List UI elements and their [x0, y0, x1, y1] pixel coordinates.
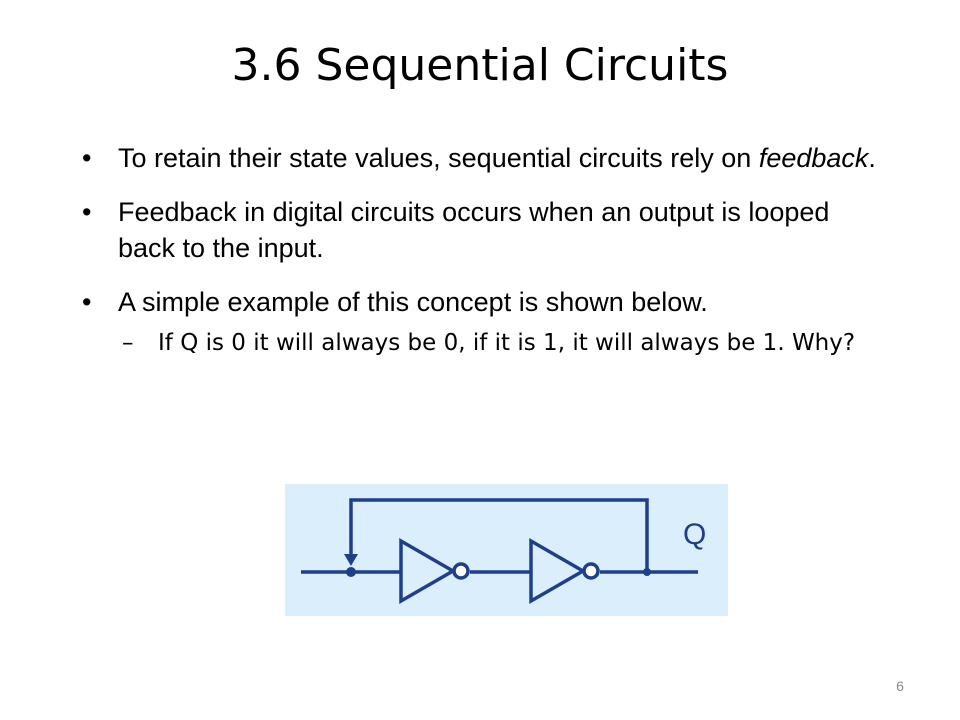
sub-bullet-text: If Q is 0 it will always be 0, if it is … [158, 330, 856, 356]
output-junction-dot [643, 568, 651, 576]
bullet-marker: • [82, 143, 92, 173]
inverter-2-triangle [529, 537, 587, 605]
feedback-circuit-diagram: Q [285, 484, 728, 616]
bullet-marker: • [82, 197, 92, 227]
bullet-text-part: . [868, 143, 876, 173]
output-label-q: Q [683, 518, 706, 551]
bullet-marker: • [82, 287, 92, 317]
sub-bullet-why: – If Q is 0 it will always be 0, if it i… [80, 326, 918, 360]
bullet-feedback-definition: • Feedback in digital circuits occurs wh… [80, 194, 890, 266]
page-number: 6 [896, 678, 904, 694]
inverter-2-bubble [582, 562, 600, 580]
bullet-list: • To retain their state values, sequenti… [80, 140, 890, 360]
bullet-text: To retain their state values, sequential… [118, 143, 876, 173]
feedback-loop-wire [349, 498, 649, 572]
slide-title: 3.6 Sequential Circuits [231, 40, 729, 91]
bullet-text-part: To retain their state values, sequential… [118, 143, 759, 173]
bullet-example: • A simple example of this concept is sh… [80, 284, 890, 320]
bullet-feedback-state: • To retain their state values, sequenti… [80, 140, 890, 176]
bullet-emphasis: feedback [758, 143, 869, 173]
diagram-background [285, 484, 728, 616]
sub-bullet-marker: – [122, 330, 134, 356]
input-junction-dot [346, 567, 356, 577]
inverter-1-bubble [452, 562, 470, 580]
bullet-text: Feedback in digital circuits occurs when… [118, 197, 830, 263]
inverter-1-triangle [399, 537, 457, 605]
feedback-arrowhead [344, 554, 358, 566]
bullet-text: A simple example of this concept is show… [118, 287, 708, 317]
